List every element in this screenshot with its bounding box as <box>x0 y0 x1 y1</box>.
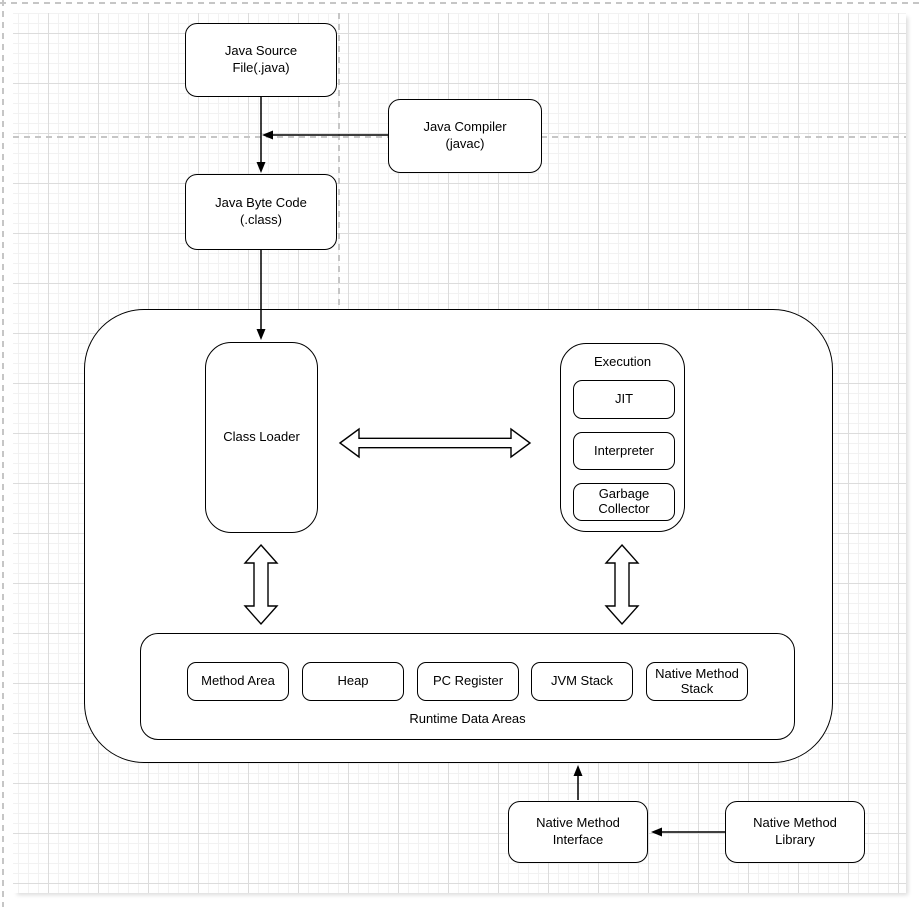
node-label: Class Loader <box>223 429 300 445</box>
node-label: Native Method Stack <box>655 665 739 696</box>
node-native-method-interface[interactable]: Native Method Interface <box>508 801 648 863</box>
node-label: JVM Stack <box>550 673 614 689</box>
node-label: Java Compiler (javac) <box>423 119 507 151</box>
node-garbage-collector[interactable]: Garbage Collector <box>573 483 675 521</box>
vertical-guide-line <box>338 13 340 306</box>
node-native-method-library[interactable]: Native Method Library <box>725 801 865 863</box>
node-execution-group[interactable]: Execution JIT Interpreter Garbage Collec… <box>560 343 685 532</box>
node-label: Garbage Collector <box>598 486 650 516</box>
node-label: Method Area <box>201 673 275 689</box>
node-label: Native Method Interface <box>536 815 620 847</box>
node-jvm-stack[interactable]: JVM Stack <box>531 662 633 701</box>
node-label: Java Source File(.java) <box>224 43 298 75</box>
node-label: JIT <box>614 391 634 407</box>
node-interpreter[interactable]: Interpreter <box>573 432 675 470</box>
node-jit[interactable]: JIT <box>573 380 675 419</box>
node-label: Interpreter <box>594 442 654 458</box>
node-native-method-stack[interactable]: Native Method Stack <box>646 662 748 701</box>
page-boundary-left <box>2 0 4 907</box>
node-label: PC Register <box>432 673 504 689</box>
node-label: Heap <box>337 673 369 689</box>
node-label: Java Byte Code (.class) <box>215 195 307 227</box>
node-java-source-file[interactable]: Java Source File(.java) <box>185 23 337 97</box>
node-label: Native Method Library <box>753 815 837 847</box>
node-pc-register[interactable]: PC Register <box>417 662 519 701</box>
node-java-compiler[interactable]: Java Compiler (javac) <box>388 99 542 173</box>
node-runtime-data-areas[interactable]: Method Area Heap PC Register JVM Stack N… <box>140 633 795 740</box>
node-class-loader[interactable]: Class Loader <box>205 342 318 533</box>
node-heap[interactable]: Heap <box>302 662 404 701</box>
execution-title: Execution <box>593 354 652 369</box>
node-method-area[interactable]: Method Area <box>187 662 289 701</box>
runtime-data-areas-label: Runtime Data Areas <box>409 711 526 727</box>
node-java-byte-code[interactable]: Java Byte Code (.class) <box>185 174 337 250</box>
page-boundary-top <box>0 2 921 4</box>
